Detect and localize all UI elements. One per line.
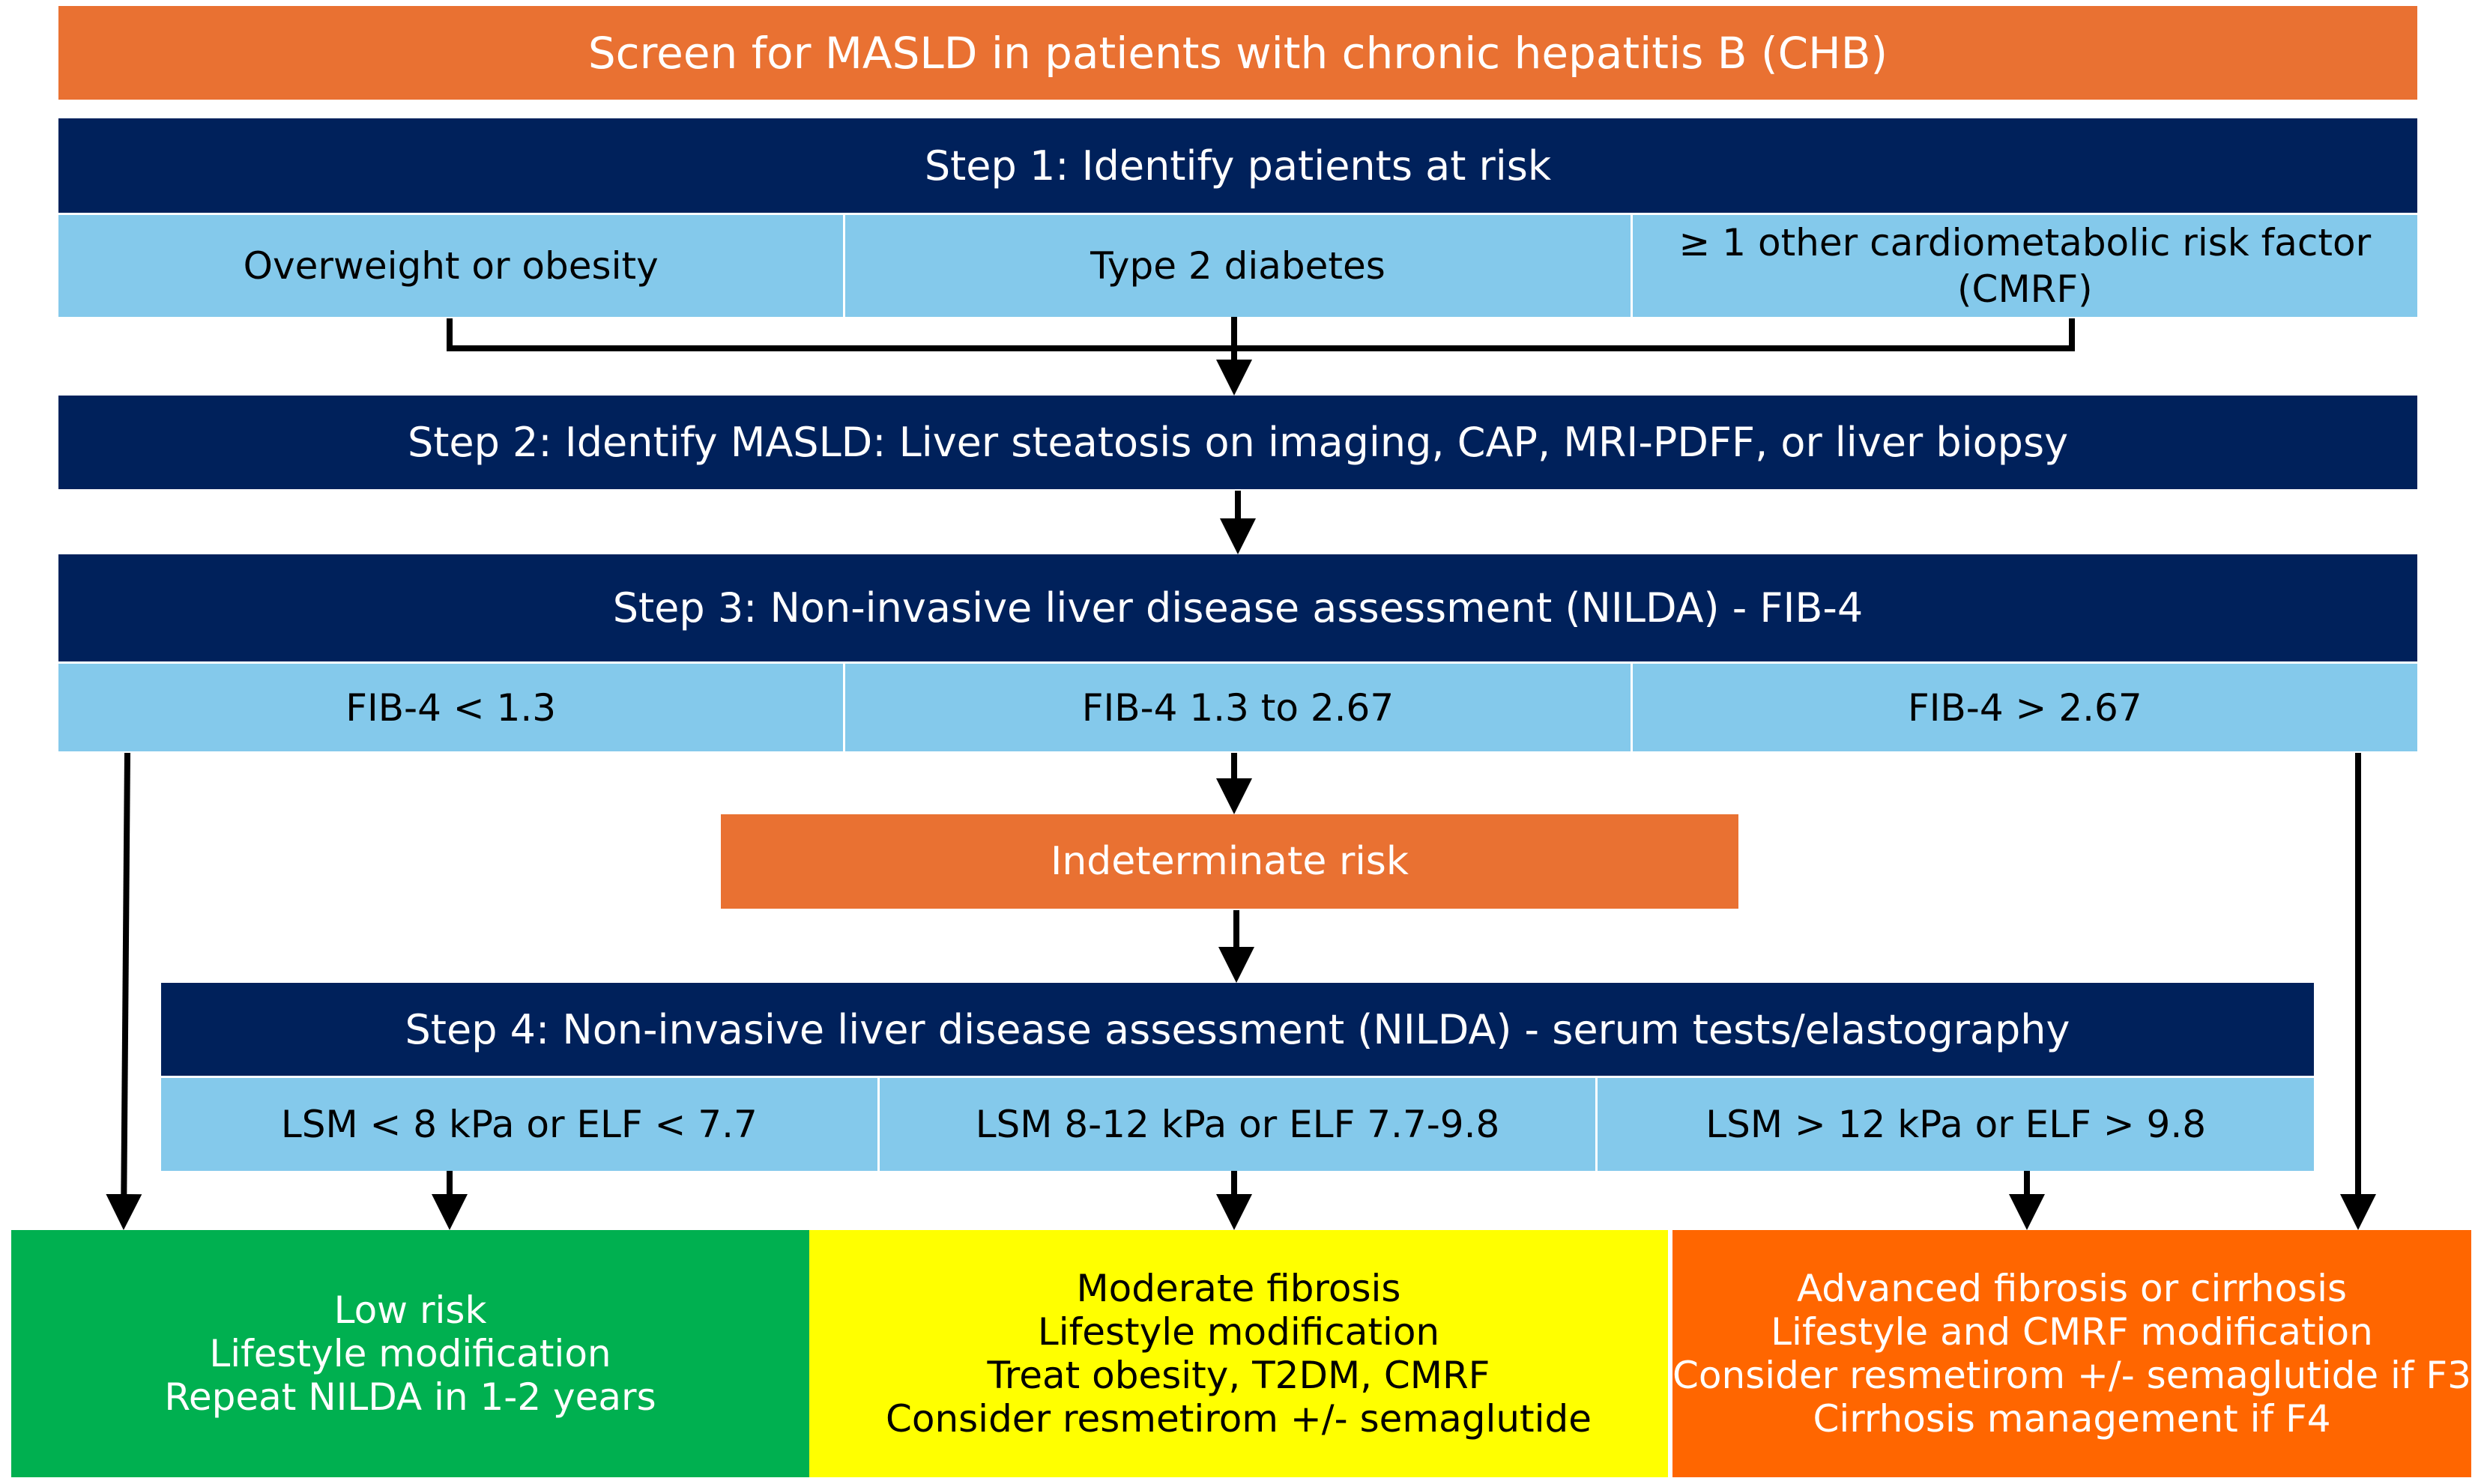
step1-header: Step 1: Identify patients at risk <box>58 118 2417 213</box>
criterion-cmrf: ≥ 1 other cardiometabolic risk factor (C… <box>1632 215 2417 317</box>
step4-header: Step 4: Non-invasive liver disease asses… <box>161 983 2314 1076</box>
title-text: Screen for MASLD in patients with chroni… <box>587 27 1888 79</box>
lsm-low: LSM < 8 kPa or ELF < 7.7 <box>161 1078 880 1171</box>
step1-criteria-row: Overweight or obesity Type 2 diabetes ≥ … <box>58 215 2417 317</box>
step3-categories-row: FIB-4 < 1.3 FIB-4 1.3 to 2.67 FIB-4 > 2.… <box>58 664 2417 751</box>
criterion-cmrf-line2: (CMRF) <box>1957 267 2093 311</box>
step3-header: Step 3: Non-invasive liver disease asses… <box>58 554 2417 661</box>
step4-heading: Step 4: Non-invasive liver disease asses… <box>405 1005 2070 1053</box>
step2-header: Step 2: Identify MASLD: Liver steatosis … <box>58 396 2417 489</box>
lsm-high: LSM > 12 kPa or ELF > 9.8 <box>1598 1078 2315 1171</box>
title-banner: Screen for MASLD in patients with chroni… <box>58 6 2417 100</box>
criterion-overweight: Overweight or obesity <box>58 215 846 317</box>
outcome-low-risk: Low risk Lifestyle modification Repeat N… <box>11 1230 809 1477</box>
lsm-intermediate: LSM 8-12 kPa or ELF 7.7-9.8 <box>879 1078 1598 1171</box>
criterion-cmrf-line1: ≥ 1 other cardiometabolic risk factor <box>1678 221 2372 264</box>
step3-heading: Step 3: Non-invasive liver disease asses… <box>612 584 1864 632</box>
outcome-moderate-fibrosis: Moderate fibrosis Lifestyle modification… <box>809 1230 1668 1477</box>
step2-heading: Step 2: Identify MASLD: Liver steatosis … <box>407 419 2069 466</box>
fib4-low: FIB-4 < 1.3 <box>58 664 846 751</box>
step1-heading: Step 1: Identify patients at risk <box>924 142 1552 190</box>
indeterminate-risk-box: Indeterminate risk <box>721 814 1738 909</box>
outcome-advanced-fibrosis: Advanced fibrosis or cirrhosis Lifestyle… <box>1672 1230 2471 1477</box>
step4-categories-row: LSM < 8 kPa or ELF < 7.7 LSM 8-12 kPa or… <box>161 1078 2315 1171</box>
step1-merge-bracket <box>447 318 2075 351</box>
fib4-intermediate: FIB-4 1.3 to 2.67 <box>845 664 1633 751</box>
arrow-fib4-low-to-low-risk <box>106 752 142 1230</box>
fib4-high: FIB-4 > 2.67 <box>1632 664 2417 751</box>
indeterminate-label: Indeterminate risk <box>1050 839 1409 884</box>
criterion-diabetes: Type 2 diabetes <box>845 215 1633 317</box>
